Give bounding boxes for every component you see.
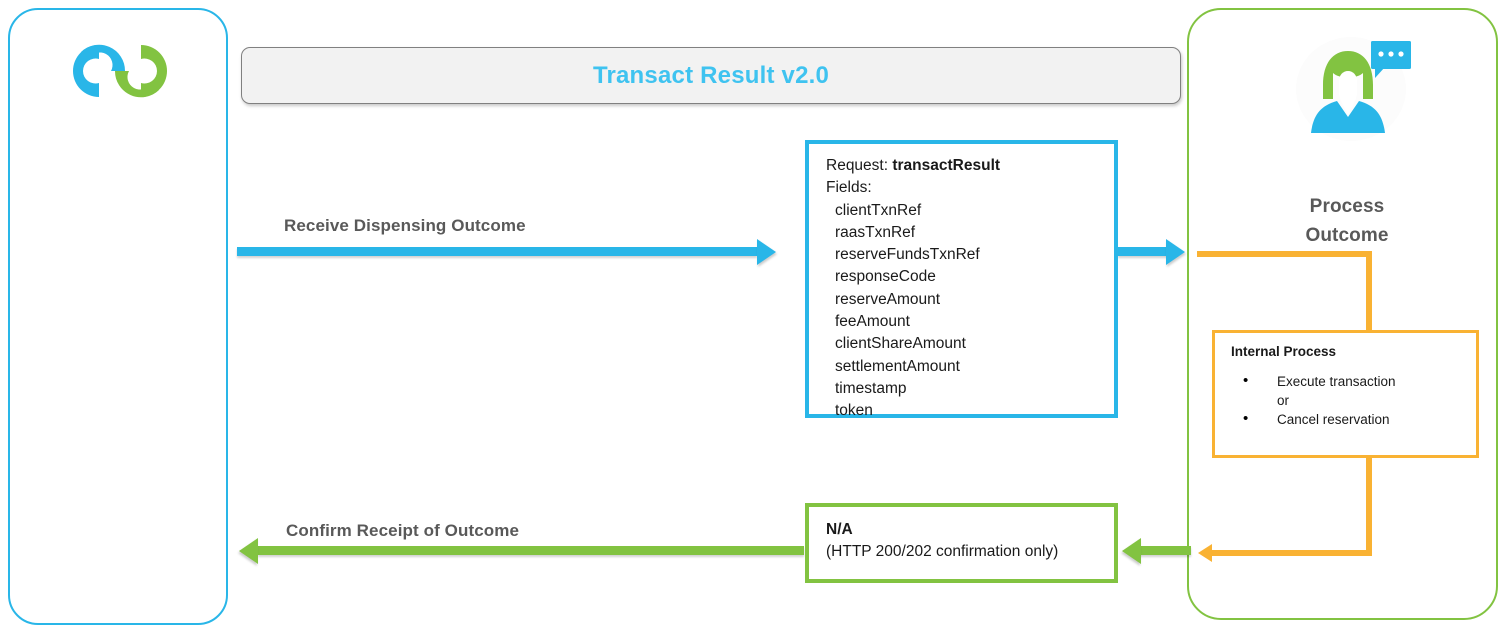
internal-path-segment-bottom (1212, 550, 1372, 556)
internal-process-step-conjunction: or (1277, 393, 1290, 408)
internal-process-step: Cancel reservation (1231, 409, 1476, 429)
internal-process-box: Internal Process Execute transaction or … (1212, 330, 1479, 458)
internal-process-step: Execute transaction (1231, 371, 1476, 391)
interlocking-rings-logo (55, 36, 185, 106)
request-payload-field: token (835, 402, 873, 420)
request-arrow-shaft-left (237, 247, 757, 256)
request-payload-box: Request: transactResult Fields: clientTx… (805, 140, 1118, 419)
request-payload-field: settlementAmount (835, 357, 960, 375)
client-lane-container (8, 8, 228, 625)
response-payload-box: N/A (HTTP 200/202 confirmation only) (805, 503, 1118, 583)
provider-action-label: Process Outcome (1247, 192, 1447, 251)
request-payload-field: reserveAmount (835, 290, 941, 308)
request-payload-field: feeAmount (835, 313, 910, 331)
request-payload-header-label: Request: (826, 157, 889, 174)
response-arrow-head-right (1122, 538, 1141, 564)
internal-process-title: Internal Process (1231, 344, 1337, 359)
request-payload-fields-label: Fields: (826, 179, 872, 197)
response-arrow-shaft-left (258, 546, 804, 555)
provider-action-label-line1: Process (1309, 196, 1385, 217)
response-payload-detail: (HTTP 200/202 confirmation only) (826, 543, 1059, 561)
request-payload-header: Request: transactResult (826, 155, 1114, 177)
response-payload-title-text: N/A (826, 521, 853, 538)
request-arrow-head-left (757, 239, 776, 265)
request-payload-operation-name: transactResult (892, 157, 1001, 174)
request-payload-field: clientTxnRef (835, 201, 922, 219)
agent-with-speech-bubble-avatar (1293, 33, 1413, 145)
request-flow-label: Receive Dispensing Outcome (284, 216, 526, 235)
response-arrow-shaft-right (1136, 546, 1191, 555)
response-arrow-head-left (239, 538, 258, 564)
request-arrow-shaft-right (1118, 247, 1174, 256)
request-payload-field: reserveFundsTxnRef (835, 246, 980, 264)
internal-path-arrow-head (1198, 544, 1212, 562)
diagram-title-banner: Transact Result v2.0 (241, 47, 1181, 104)
diagram-title: Transact Result v2.0 (592, 61, 830, 89)
request-payload-field: raasTxnRef (835, 223, 916, 241)
provider-action-label-line2: Outcome (1305, 225, 1389, 247)
response-payload-title: N/A (826, 519, 1114, 541)
request-arrow-head-right (1166, 239, 1185, 265)
internal-path-segment-top (1197, 251, 1372, 257)
request-payload-field: clientShareAmount (835, 335, 966, 353)
response-flow-label: Confirm Receipt of Outcome (286, 521, 520, 540)
request-payload-field: timestamp (835, 379, 907, 397)
request-payload-field: responseCode (835, 268, 936, 286)
